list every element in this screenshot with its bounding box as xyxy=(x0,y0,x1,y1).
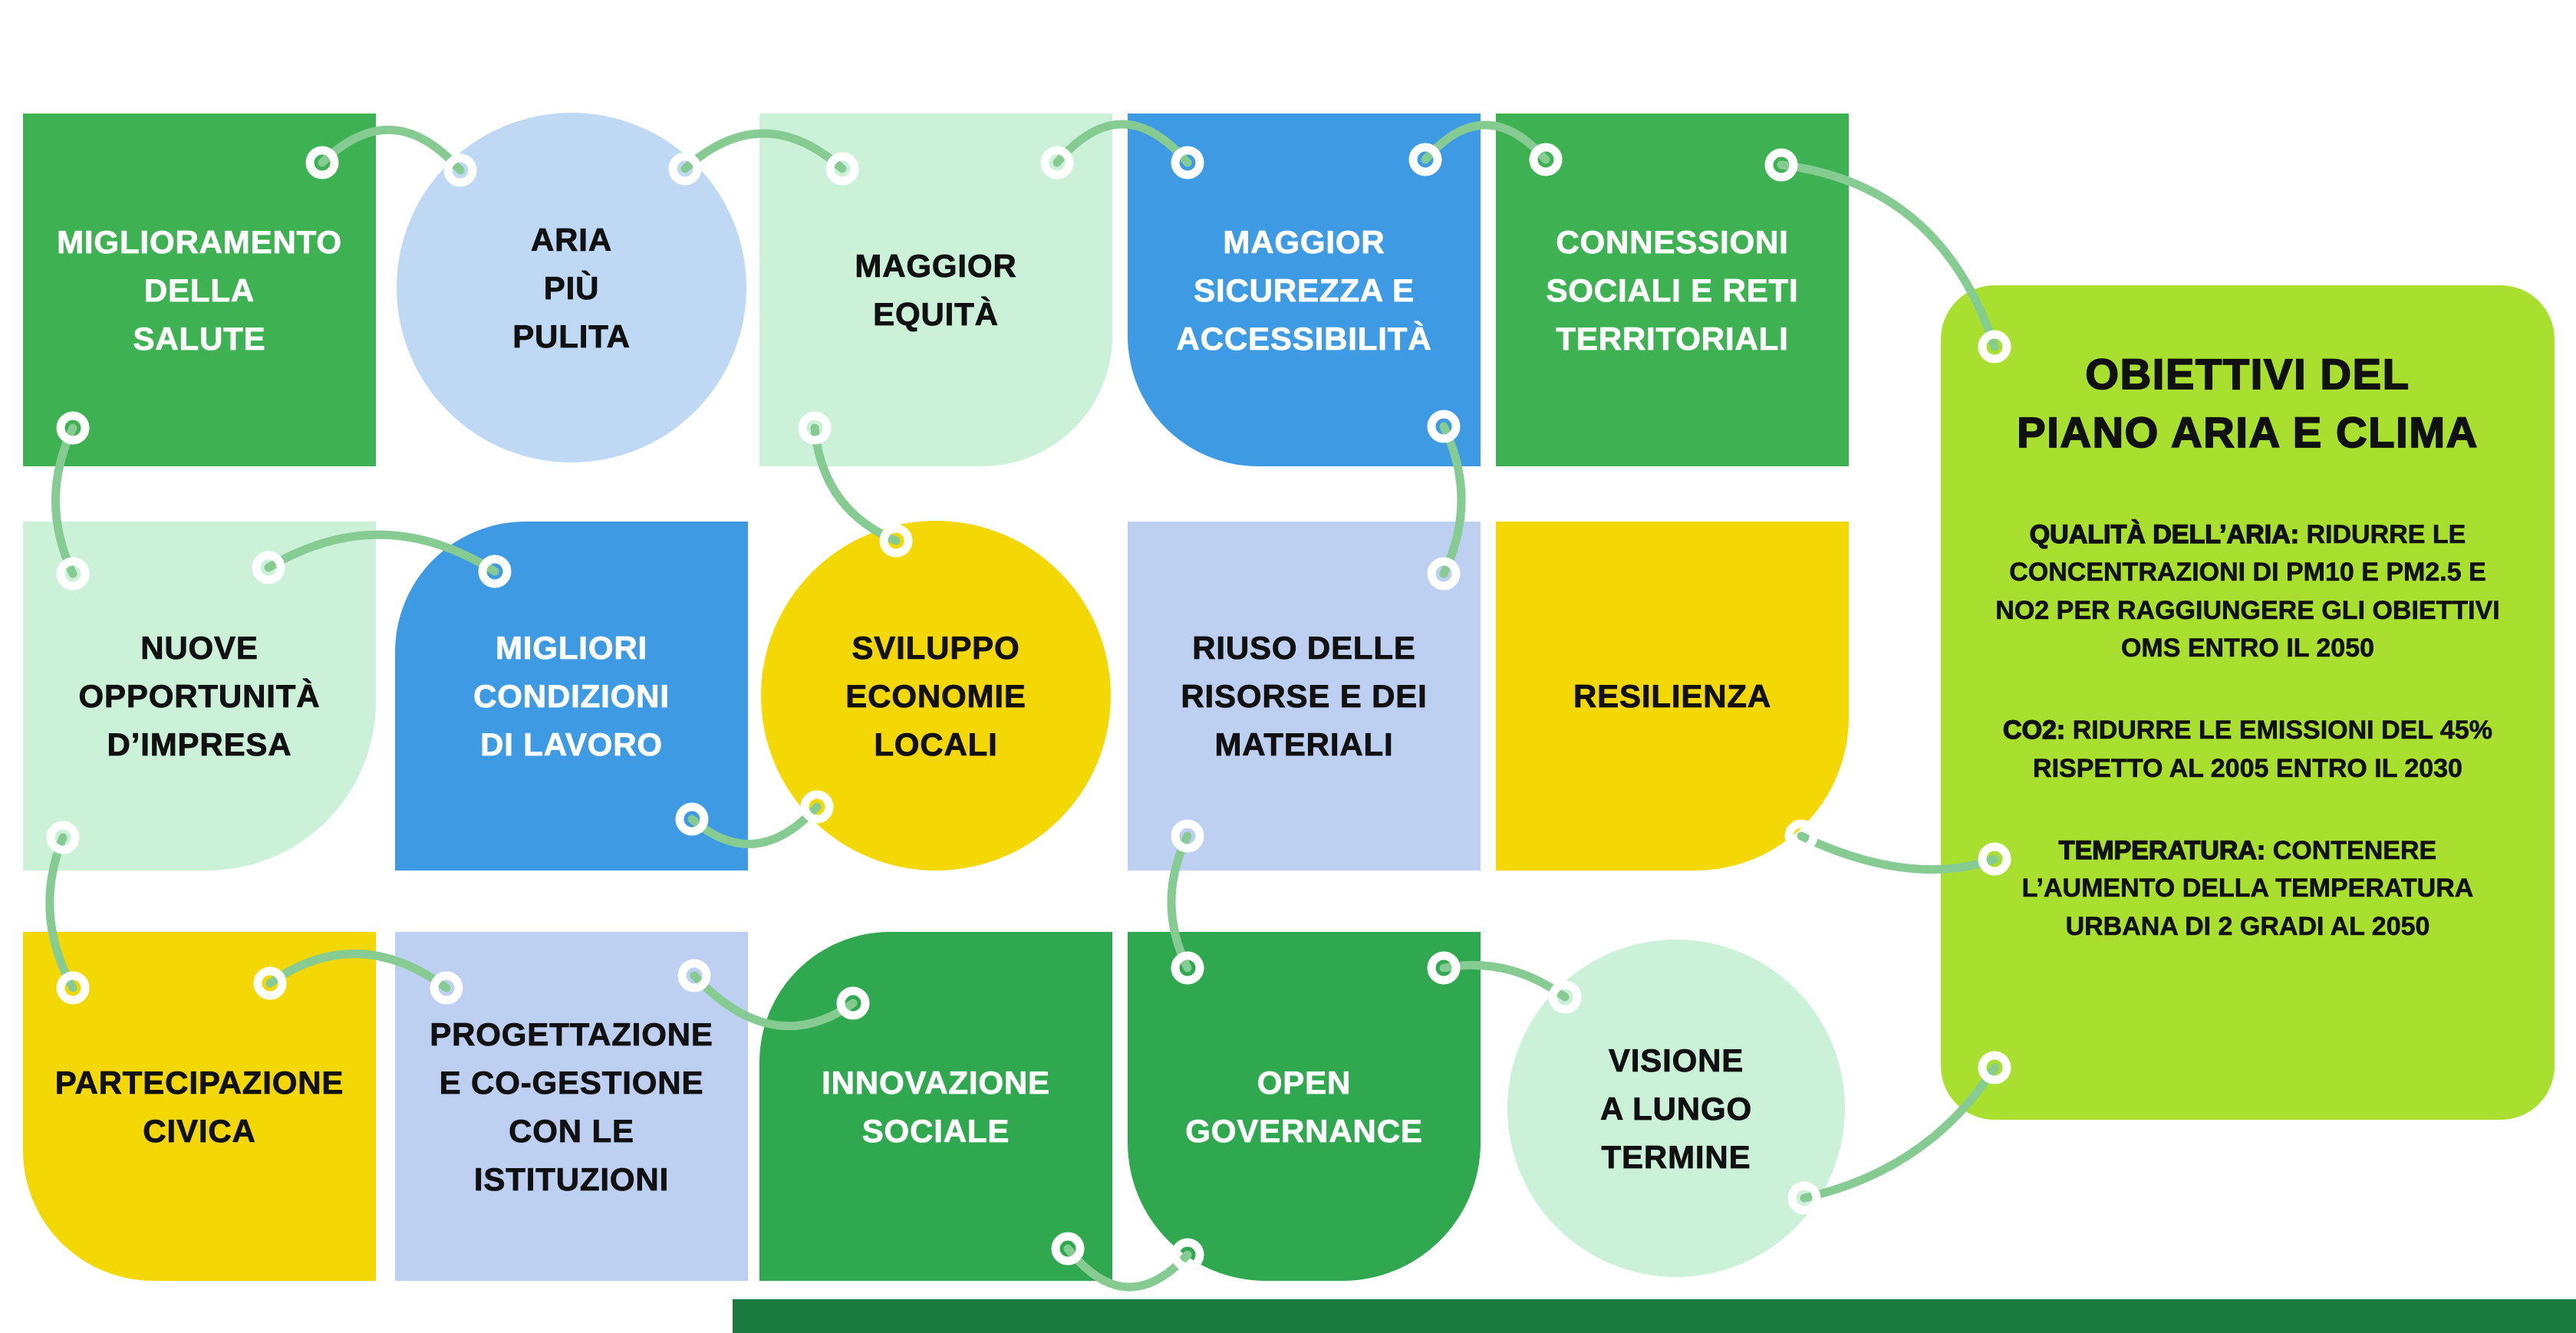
card-label-maggior-equita: MAGGIOR EQUITÀ xyxy=(855,248,1017,333)
card-resilienza: RESILIENZA xyxy=(1496,522,1849,871)
card-label-connessioni-sociali: CONNESSIONI SOCIALI E RETI TERRITORIALI xyxy=(1546,223,1799,357)
card-label-miglioramento-della-salute: MIGLIORAMENTO DELLA SALUTE xyxy=(57,223,342,357)
card-open-governance: OPEN GOVERNANCE xyxy=(1128,932,1481,1281)
objective-temperature-text: CONTENERE L’AUMENTO DELLA TEMPERATURA UR… xyxy=(2021,835,2474,941)
card-progettazione-cogestione: PROGETTAZIONE E CO-GESTIONE CON LE ISTIT… xyxy=(395,932,748,1281)
card-label-resilienza: RESILIENZA xyxy=(1573,678,1772,715)
card-label-riuso-risorse: RIUSO DELLE RISORSE E DEI MATERIALI xyxy=(1181,630,1428,763)
objective-air-quality: QUALITÀ DELL’ARIA: RIDURRE LE CONCENTRAZ… xyxy=(1985,516,2510,667)
objective-air-quality-text: RIDURRE LE CONCENTRAZIONI DI PM10 E PM2.… xyxy=(1995,520,2500,663)
card-label-nuove-opportunita: NUOVE OPPORTUNITÀ D’IMPRESA xyxy=(78,630,321,763)
card-nuove-opportunita: NUOVE OPPORTUNITÀ D’IMPRESA xyxy=(23,522,376,871)
objective-co2-lead: CO2: xyxy=(2002,716,2066,745)
card-label-migliori-condizioni: MIGLIORI CONDIZIONI DI LAVORO xyxy=(473,630,670,763)
card-sviluppo-economie-locali: SVILUPPO ECONOMIE LOCALI xyxy=(761,521,1111,871)
card-maggior-sicurezza-e-accessibilita: MAGGIOR SICUREZZA E ACCESSIBILITÀ xyxy=(1128,114,1481,466)
card-label-maggior-sicurezza: MAGGIOR SICUREZZA E ACCESSIBILITÀ xyxy=(1176,223,1432,357)
card-visione-lungo-termine: VISIONE A LUNGO TERMINE xyxy=(1507,940,1845,1277)
card-label-visione: VISIONE A LUNGO TERMINE xyxy=(1600,1042,1752,1175)
card-label-progettazione: PROGETTAZIONE E CO-GESTIONE CON LE ISTIT… xyxy=(430,1015,713,1197)
card-label-sviluppo-economie: SVILUPPO ECONOMIE LOCALI xyxy=(845,629,1026,762)
card-label-partecipazione-civica: PARTECIPAZIONE CIVICA xyxy=(54,1064,344,1149)
card-label-open-governance: OPEN GOVERNANCE xyxy=(1185,1064,1423,1149)
card-partecipazione-civica: PARTECIPAZIONE CIVICA xyxy=(23,932,376,1281)
objective-temperature: TEMPERATURA: CONTENERE L’AUMENTO DELLA T… xyxy=(1985,832,2510,946)
card-connessioni-sociali: CONNESSIONI SOCIALI E RETI TERRITORIALI xyxy=(1496,114,1849,466)
card-label-aria-piu-pulita: ARIA PIÙ PULITA xyxy=(512,221,631,354)
footer-bar xyxy=(733,1299,2576,1333)
objective-air-quality-lead: QUALITÀ DELL’ARIA: xyxy=(2029,519,2300,550)
card-riuso-risorse-materiali: RIUSO DELLE RISORSE E DEI MATERIALI xyxy=(1128,522,1481,871)
objectives-panel-title: OBIETTIVI DEL PIANO ARIA E CLIMA xyxy=(2016,349,2479,456)
card-miglioramento-della-salute: MIGLIORAMENTO DELLA SALUTE xyxy=(23,114,376,466)
card-aria-piu-pulita: ARIA PIÙ PULITA xyxy=(397,113,746,462)
objectives-panel: OBIETTIVI DEL PIANO ARIA E CLIMA QUALITÀ… xyxy=(1941,285,2555,1120)
card-migliori-condizioni: MIGLIORI CONDIZIONI DI LAVORO xyxy=(395,522,748,871)
objective-co2-text: RIDURRE LE EMISSIONI DEL 45% RISPETTO AL… xyxy=(2033,716,2493,783)
card-maggior-equita: MAGGIOR EQUITÀ xyxy=(759,114,1112,466)
objective-temperature-lead: TEMPERATURA: xyxy=(2058,835,2266,865)
card-label-innovazione-sociale: INNOVAZIONE SOCIALE xyxy=(822,1064,1050,1149)
card-innovazione-sociale: INNOVAZIONE SOCIALE xyxy=(759,932,1112,1281)
objective-co2: CO2: RIDURRE LE EMISSIONI DEL 45% RISPET… xyxy=(1985,712,2510,788)
